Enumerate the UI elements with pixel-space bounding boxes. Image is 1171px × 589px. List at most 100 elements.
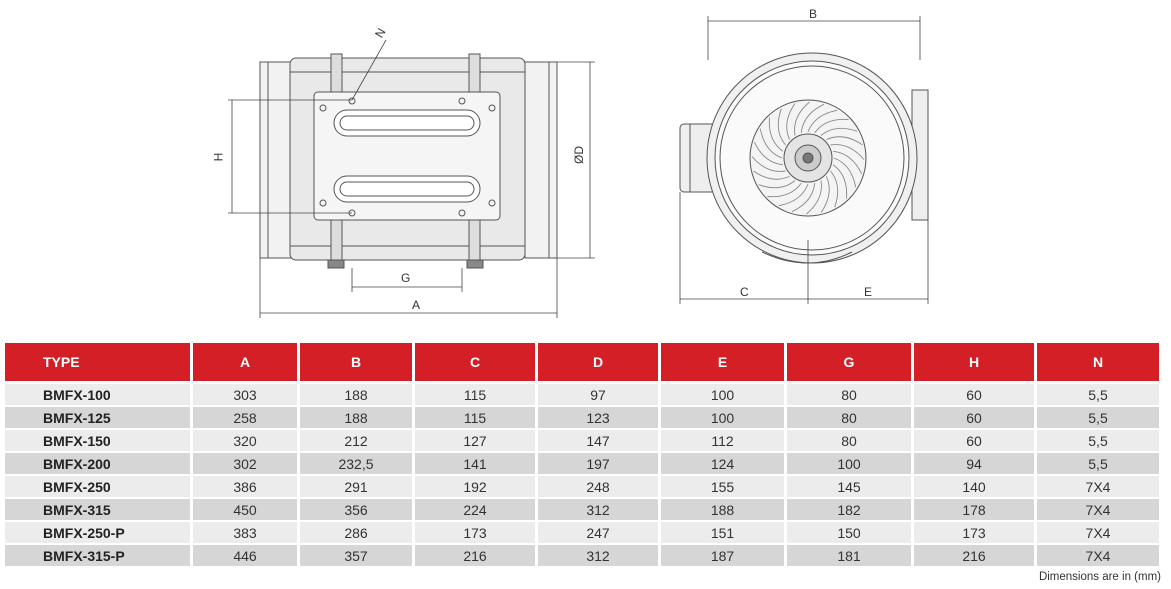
- value-cell-b: 188: [300, 384, 412, 407]
- value-cell-a: 383: [193, 522, 297, 545]
- value-cell-g: 182: [787, 499, 911, 522]
- impeller-blade: [778, 183, 809, 207]
- label-a: A: [412, 298, 421, 312]
- value-cell-c: 216: [415, 545, 535, 568]
- impeller-blade: [751, 156, 786, 172]
- value-cell-g: 181: [787, 545, 911, 568]
- column-header-h: H: [914, 343, 1034, 384]
- type-cell: BMFX-250-P: [5, 522, 190, 545]
- impeller-blade: [768, 117, 784, 152]
- value-cell-b: 212: [300, 430, 412, 453]
- impeller-blade: [759, 128, 783, 159]
- value-cell-a: 450: [193, 499, 297, 522]
- value-cell-c: 115: [415, 384, 535, 407]
- value-cell-h: 94: [914, 453, 1034, 476]
- technical-drawings: N H ØD G A B C E: [211, 7, 929, 318]
- value-cell-d: 248: [538, 476, 658, 499]
- impeller-blade: [806, 180, 822, 215]
- value-cell-c: 192: [415, 476, 535, 499]
- value-cell-e: 124: [661, 453, 784, 476]
- value-cell-c: 224: [415, 499, 535, 522]
- value-cell-e: 112: [661, 430, 784, 453]
- impeller-blade: [832, 164, 848, 199]
- value-cell-e: 151: [661, 522, 784, 545]
- impeller-blade: [786, 103, 796, 140]
- label-b: B: [809, 7, 818, 21]
- value-cell-d: 97: [538, 384, 658, 407]
- value-cell-c: 141: [415, 453, 535, 476]
- label-h: H: [211, 152, 226, 162]
- value-cell-h: 60: [914, 384, 1034, 407]
- impeller-blade: [807, 109, 838, 133]
- column-header-d: D: [538, 343, 658, 384]
- value-cell-e: 100: [661, 407, 784, 430]
- value-cell-d: 247: [538, 522, 658, 545]
- value-cell-g: 145: [787, 476, 911, 499]
- column-header-type: TYPE: [5, 343, 190, 384]
- label-e: E: [864, 285, 873, 299]
- value-cell-n: 7X4: [1037, 545, 1159, 568]
- impeller-blade: [826, 136, 863, 146]
- value-cell-a: 258: [193, 407, 297, 430]
- column-header-g: G: [787, 343, 911, 384]
- impeller-blade: [833, 150, 863, 175]
- column-header-b: B: [300, 343, 412, 384]
- value-cell-e: 188: [661, 499, 784, 522]
- impeller-blade: [830, 170, 839, 208]
- impeller-blade: [830, 144, 865, 160]
- value-cell-g: 100: [787, 453, 911, 476]
- impeller-blade: [833, 157, 857, 188]
- type-cell: BMFX-125: [5, 407, 190, 430]
- type-cell: BMFX-100: [5, 384, 190, 407]
- value-cell-a: 320: [193, 430, 297, 453]
- column-header-e: E: [661, 343, 784, 384]
- value-cell-n: 5,5: [1037, 407, 1159, 430]
- label-g: G: [401, 271, 411, 285]
- value-cell-a: 302: [193, 453, 297, 476]
- value-cell-e: 187: [661, 545, 784, 568]
- side-view-drawing: [228, 39, 595, 318]
- value-cell-b: 232,5: [300, 453, 412, 476]
- value-cell-a: 446: [193, 545, 297, 568]
- value-cell-b: 286: [300, 522, 412, 545]
- value-cell-h: 216: [914, 545, 1034, 568]
- value-cell-b: 188: [300, 407, 412, 430]
- impeller-blade: [753, 141, 783, 166]
- value-cell-b: 357: [300, 545, 412, 568]
- value-cell-h: 178: [914, 499, 1034, 522]
- impeller-blade: [777, 108, 786, 146]
- value-cell-g: 80: [787, 430, 911, 453]
- type-cell: BMFX-250: [5, 476, 190, 499]
- value-cell-c: 173: [415, 522, 535, 545]
- type-cell: BMFX-200: [5, 453, 190, 476]
- value-cell-g: 80: [787, 384, 911, 407]
- dimensions-footnote: Dimensions are in (mm): [1038, 571, 1161, 583]
- value-cell-d: 312: [538, 545, 658, 568]
- impeller-blade: [791, 183, 816, 213]
- value-cell-g: 80: [787, 407, 911, 430]
- value-cell-a: 386: [193, 476, 297, 499]
- column-header-n: N: [1037, 343, 1159, 384]
- value-cell-n: 7X4: [1037, 522, 1159, 545]
- impeller-blade: [820, 127, 858, 136]
- value-cell-n: 7X4: [1037, 499, 1159, 522]
- value-cell-b: 356: [300, 499, 412, 522]
- impeller-blade: [758, 180, 796, 189]
- value-cell-c: 115: [415, 407, 535, 430]
- impeller-blade: [794, 101, 810, 136]
- impeller-blade: [820, 176, 830, 213]
- impeller-blade: [800, 103, 825, 133]
- column-header-a: A: [193, 343, 297, 384]
- value-cell-h: 140: [914, 476, 1034, 499]
- column-header-c: C: [415, 343, 535, 384]
- value-cell-h: 173: [914, 522, 1034, 545]
- value-cell-n: 5,5: [1037, 453, 1159, 476]
